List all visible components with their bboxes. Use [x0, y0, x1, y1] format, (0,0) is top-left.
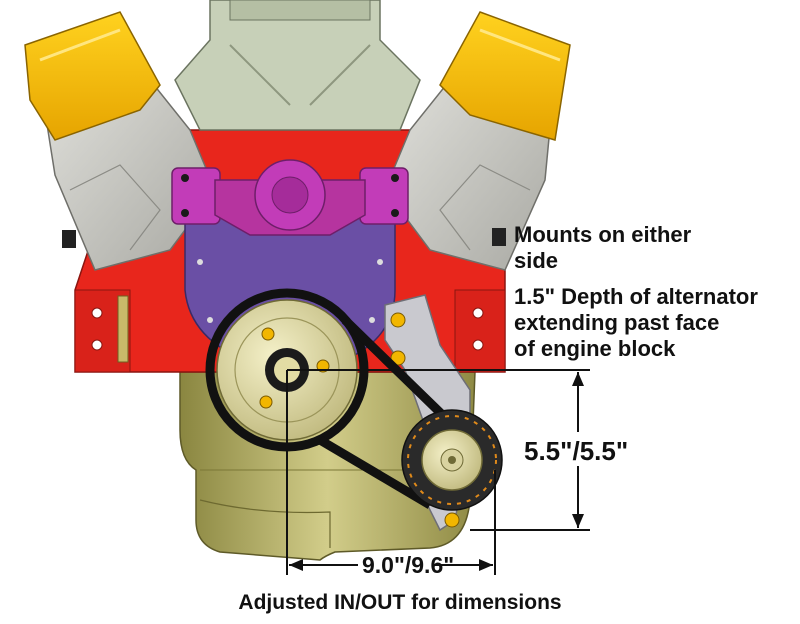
left-valve-cover	[24, 11, 161, 141]
dimension-arrows	[289, 372, 584, 571]
footer-caption: Adjusted IN/OUT for dimensions	[238, 591, 562, 614]
depth-callout-line: of engine block	[514, 336, 676, 361]
vertical-dimension-label: 5.5"/5.5"	[524, 436, 628, 466]
depth-callout-line: extending past face	[514, 310, 720, 335]
alternator	[401, 409, 503, 511]
mounts-callout-line: side	[514, 248, 559, 273]
depth-callout: 1.5" Depth of alternator extending past …	[514, 284, 794, 362]
intake-manifold	[174, 0, 421, 131]
depth-callout-line: 1.5" Depth of alternator	[514, 284, 758, 309]
dimension-lines	[286, 369, 590, 575]
water-pump	[171, 159, 409, 236]
horizontal-dimension-label: 9.0"/9.6"	[362, 552, 454, 578]
mounts-callout: Mounts on either side	[514, 222, 794, 274]
vertical-label-bg	[520, 432, 638, 466]
right-valve-cover	[439, 11, 571, 141]
mounts-callout-line: Mounts on either	[514, 222, 692, 247]
